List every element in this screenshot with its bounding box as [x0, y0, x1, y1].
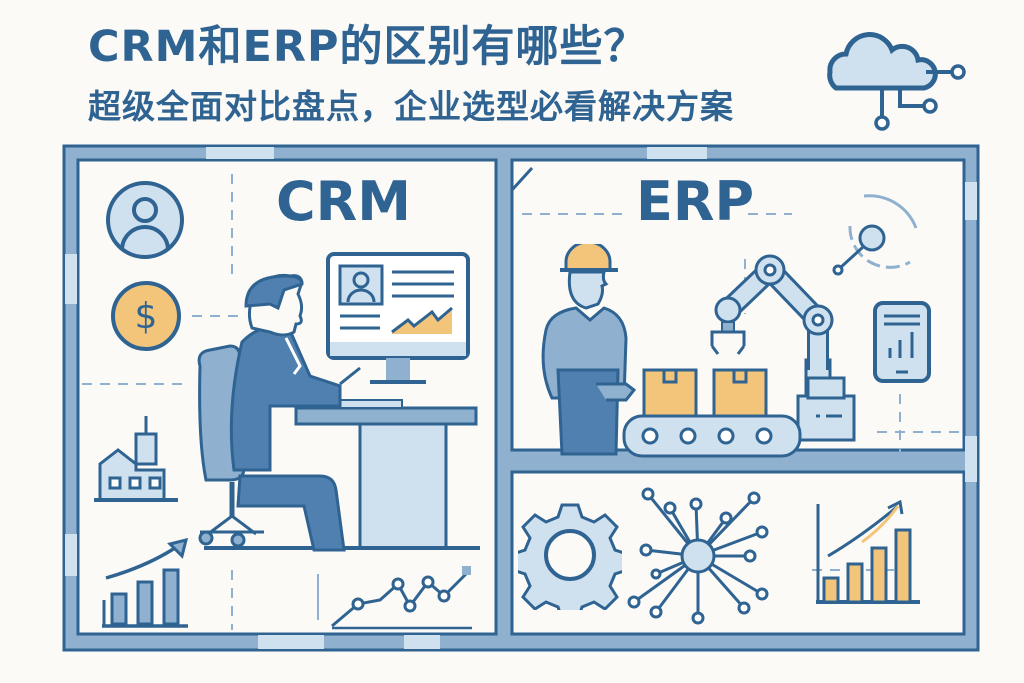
line-chart-icon [328, 564, 474, 636]
monitor-profile-icon [324, 250, 472, 390]
conveyor-boxes-icon [620, 250, 860, 462]
factory-icon [90, 412, 180, 508]
svg-text:$: $ [135, 296, 158, 337]
dollar-coin-icon: $ [110, 280, 182, 352]
tablet-chart-icon [872, 300, 932, 386]
erp-label: ERP [636, 170, 755, 233]
worker-hardhat-illustration [536, 244, 646, 456]
robotic-arm-icon [710, 254, 856, 442]
cloud-network-icon [810, 22, 970, 132]
gear-icon [518, 500, 622, 610]
crm-label: CRM [276, 170, 411, 233]
magnifier-signal-icon [820, 186, 930, 286]
page-subtitle: 超级全面对比盘点，企业选型必看解决方案 [88, 87, 734, 126]
businessman-at-desk-illustration [190, 272, 480, 552]
page-title: CRM和ERP的区别有哪些？ [88, 22, 648, 72]
orange-bar-chart-growth-icon [812, 500, 922, 610]
user-avatar-icon [104, 180, 186, 260]
network-hub-icon [626, 484, 786, 634]
bar-chart-growth-icon [98, 538, 192, 630]
